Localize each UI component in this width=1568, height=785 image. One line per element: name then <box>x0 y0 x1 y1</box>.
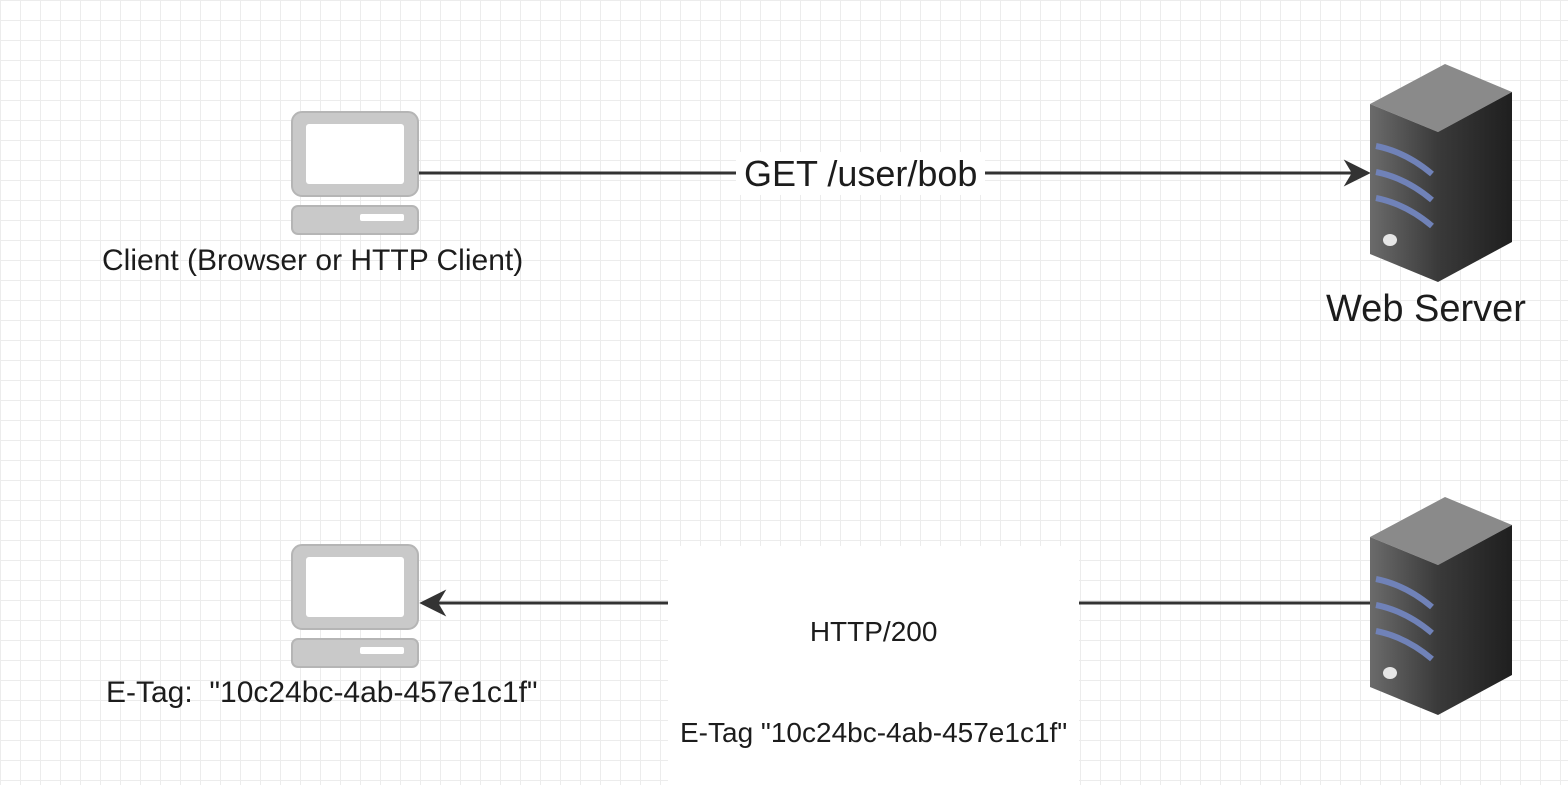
client-etag-label: E-Tag: "10c24bc-4ab-457e1c1f" <box>106 676 538 709</box>
response-etag-line: E-Tag "10c24bc-4ab-457e1c1f" <box>680 716 1068 748</box>
client-computer-icon[interactable] <box>291 111 419 235</box>
server-label: Web Server <box>1326 288 1526 330</box>
client-computer-icon[interactable] <box>291 544 419 668</box>
client-label: Client (Browser or HTTP Client) <box>102 244 524 277</box>
response-status-line: HTTP/200 <box>809 616 938 648</box>
response-edge-label: HTTP/200 E-Tag "10c24bc-4ab-457e1c1f" <box>668 546 1080 785</box>
server-icon[interactable] <box>1370 64 1512 282</box>
request-edge-label: GET /user/bob <box>736 152 986 196</box>
server-icon[interactable] <box>1370 497 1512 715</box>
